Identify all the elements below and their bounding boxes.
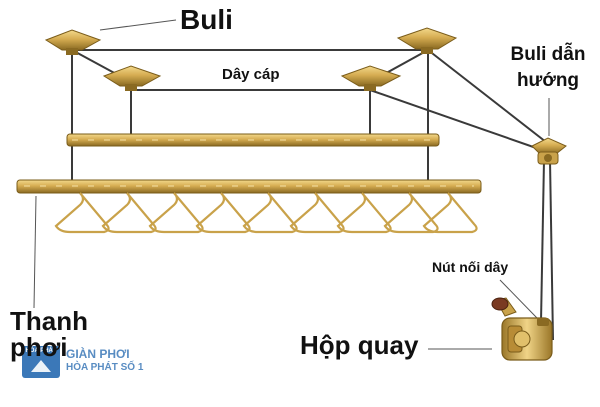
hanger-1 xyxy=(54,192,110,234)
pointer-buli xyxy=(99,19,177,31)
logo-badge: HÒA PHÁT xyxy=(22,346,60,378)
hanger-6 xyxy=(289,192,345,234)
cable-knot xyxy=(537,318,549,326)
hanger-7 xyxy=(336,192,392,234)
hanger-9 xyxy=(422,192,478,234)
cable-down-1 xyxy=(540,159,545,323)
upper-rail xyxy=(66,133,440,147)
label-buli: Buli xyxy=(180,4,233,35)
lower-rail xyxy=(16,179,482,194)
pulley-top-left xyxy=(44,29,102,55)
cables xyxy=(71,49,554,341)
pointer-rail xyxy=(33,195,37,309)
label-day-cap: Dây cáp xyxy=(222,66,280,83)
hanger-2 xyxy=(101,192,157,234)
hanger-3 xyxy=(148,192,204,234)
cable-to-guide-1 xyxy=(427,49,547,143)
logo-line-2: HÒA PHÁT SỐ 1 xyxy=(66,362,144,373)
crank-box xyxy=(491,297,553,361)
pointer-knot xyxy=(499,279,538,319)
label-hop-quay: Hộp quay xyxy=(300,330,419,360)
hanger-5 xyxy=(242,192,298,234)
pulley-mid-right xyxy=(340,65,402,91)
watermark-logo: HÒA PHÁT GIÀN PHƠI HÒA PHÁT SỐ 1 xyxy=(22,346,152,380)
pointer-lines xyxy=(33,19,550,350)
pulley-mid-left xyxy=(102,65,162,91)
cable-to-guide-2 xyxy=(369,89,543,151)
guide-pulley xyxy=(531,137,567,165)
label-thanh-phoi: Thanh phơi xyxy=(10,306,88,362)
hanger-8 xyxy=(383,192,439,234)
label-nut-noi-day: Nút nối dây xyxy=(432,259,509,275)
cable-down-2 xyxy=(549,159,554,341)
pulley-top-right xyxy=(396,27,458,54)
hangers xyxy=(54,192,478,234)
hanger-4 xyxy=(195,192,251,234)
label-buli-dan-huong: Buli dẫn hướng xyxy=(510,44,586,91)
logo-house-icon xyxy=(31,360,51,372)
logo-badge-text: HÒA PHÁT xyxy=(25,348,57,354)
logo-line-1: GIÀN PHƠI xyxy=(66,347,130,361)
crank-knob xyxy=(491,297,509,311)
